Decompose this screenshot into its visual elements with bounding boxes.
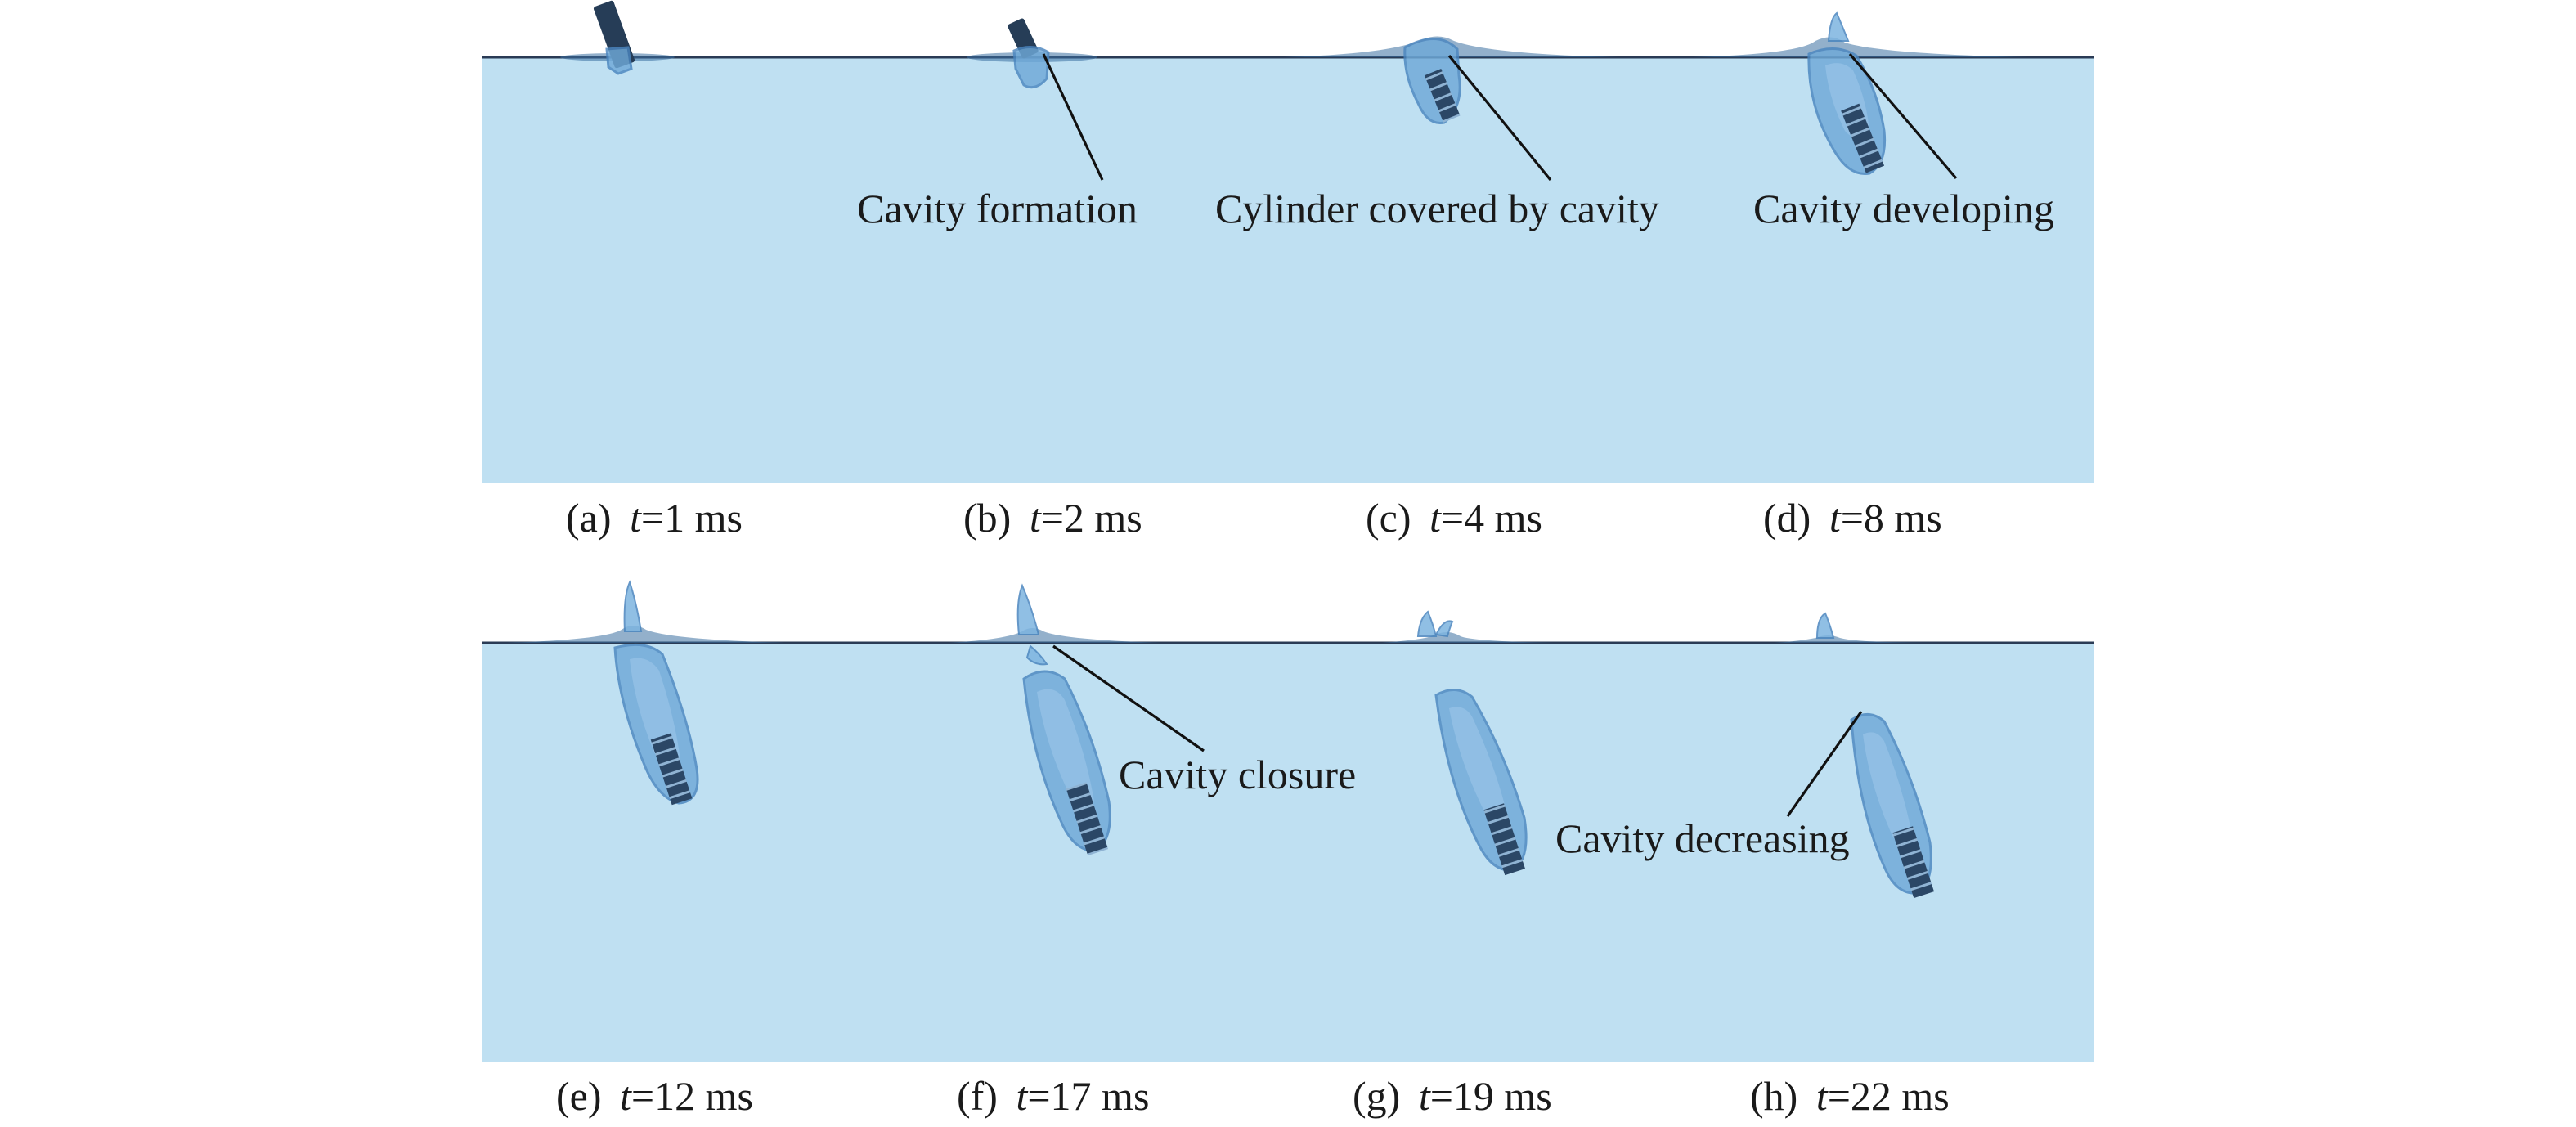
pointer-cavity-formation xyxy=(1042,53,1104,181)
annotation-cavity-decreasing: Cavity decreasing xyxy=(1555,815,1850,861)
caption-g: (g) t=19 ms xyxy=(1353,1073,1552,1119)
caption-h-var: t xyxy=(1816,1073,1829,1119)
annotation-cavity-formation: Cavity formation xyxy=(857,186,1138,231)
pointer-cavity-developing xyxy=(1848,52,1958,180)
caption-d-label: (d) xyxy=(1763,495,1811,541)
caption-b-value: =2 ms xyxy=(1041,495,1142,541)
caption-d: (d) t=8 ms xyxy=(1763,495,1942,541)
panel-c-cavity xyxy=(1284,36,1619,124)
bottom-row: Cavity closure Cavity decreasing xyxy=(482,580,2094,1062)
annotation-cylinder-covered: Cylinder covered by cavity xyxy=(1215,186,1659,231)
caption-a-label: (a) xyxy=(566,495,612,541)
panel-a-cylinder xyxy=(560,0,675,75)
caption-a-var: t xyxy=(630,495,642,541)
caption-h-value: =22 ms xyxy=(1828,1073,1950,1119)
pointer-cavity-decreasing xyxy=(1786,711,1863,817)
caption-e-label: (e) xyxy=(556,1073,602,1119)
caption-c: (c) t=4 ms xyxy=(1366,495,1542,541)
pointer-cylinder-covered xyxy=(1447,54,1552,182)
caption-h: (h) t=22 ms xyxy=(1750,1073,1950,1119)
caption-f-value: =17 ms xyxy=(1027,1073,1149,1119)
caption-b-label: (b) xyxy=(963,495,1011,541)
caption-c-value: =4 ms xyxy=(1441,495,1542,541)
caption-g-var: t xyxy=(1419,1073,1431,1119)
pointer-cavity-closure xyxy=(1052,644,1205,752)
caption-c-var: t xyxy=(1429,495,1442,541)
caption-a: (a) t=1 ms xyxy=(566,495,743,541)
water-region-bottom xyxy=(482,643,2094,1062)
caption-a-value: =1 ms xyxy=(641,495,743,541)
panel-e-cavity xyxy=(507,580,785,806)
panel-d-cavity xyxy=(1693,11,2028,175)
bottom-captions: (e) t=12 ms (f) t=17 ms (g) t=19 ms (h) … xyxy=(556,1073,1950,1119)
annotation-cavity-closure: Cavity closure xyxy=(1119,752,1356,797)
panel-f-cavity xyxy=(949,583,1161,856)
panel-h-cavity xyxy=(1775,612,1946,899)
top-captions: (a) t=1 ms (b) t=2 ms (c) t=4 ms (d) t=8… xyxy=(566,495,1942,541)
caption-b: (b) t=2 ms xyxy=(963,495,1142,541)
caption-b-var: t xyxy=(1030,495,1042,541)
caption-f-label: (f) xyxy=(957,1073,998,1119)
caption-c-label: (c) xyxy=(1366,495,1411,541)
annotation-cavity-developing: Cavity developing xyxy=(1753,186,2054,231)
caption-f-var: t xyxy=(1016,1073,1028,1119)
caption-d-value: =8 ms xyxy=(1841,495,1942,541)
caption-e-value: =12 ms xyxy=(631,1073,753,1119)
caption-d-var: t xyxy=(1829,495,1842,541)
caption-h-label: (h) xyxy=(1750,1073,1797,1119)
caption-e: (e) t=12 ms xyxy=(556,1073,753,1119)
caption-g-label: (g) xyxy=(1353,1073,1400,1119)
caption-g-value: =19 ms xyxy=(1430,1073,1552,1119)
top-row: Cavity formation Cylinder covered by cav… xyxy=(482,0,2094,483)
caption-e-var: t xyxy=(620,1073,632,1119)
caption-f: (f) t=17 ms xyxy=(957,1073,1149,1119)
panel-g-cavity xyxy=(1382,610,1554,876)
panel-b-cavity xyxy=(967,18,1097,89)
